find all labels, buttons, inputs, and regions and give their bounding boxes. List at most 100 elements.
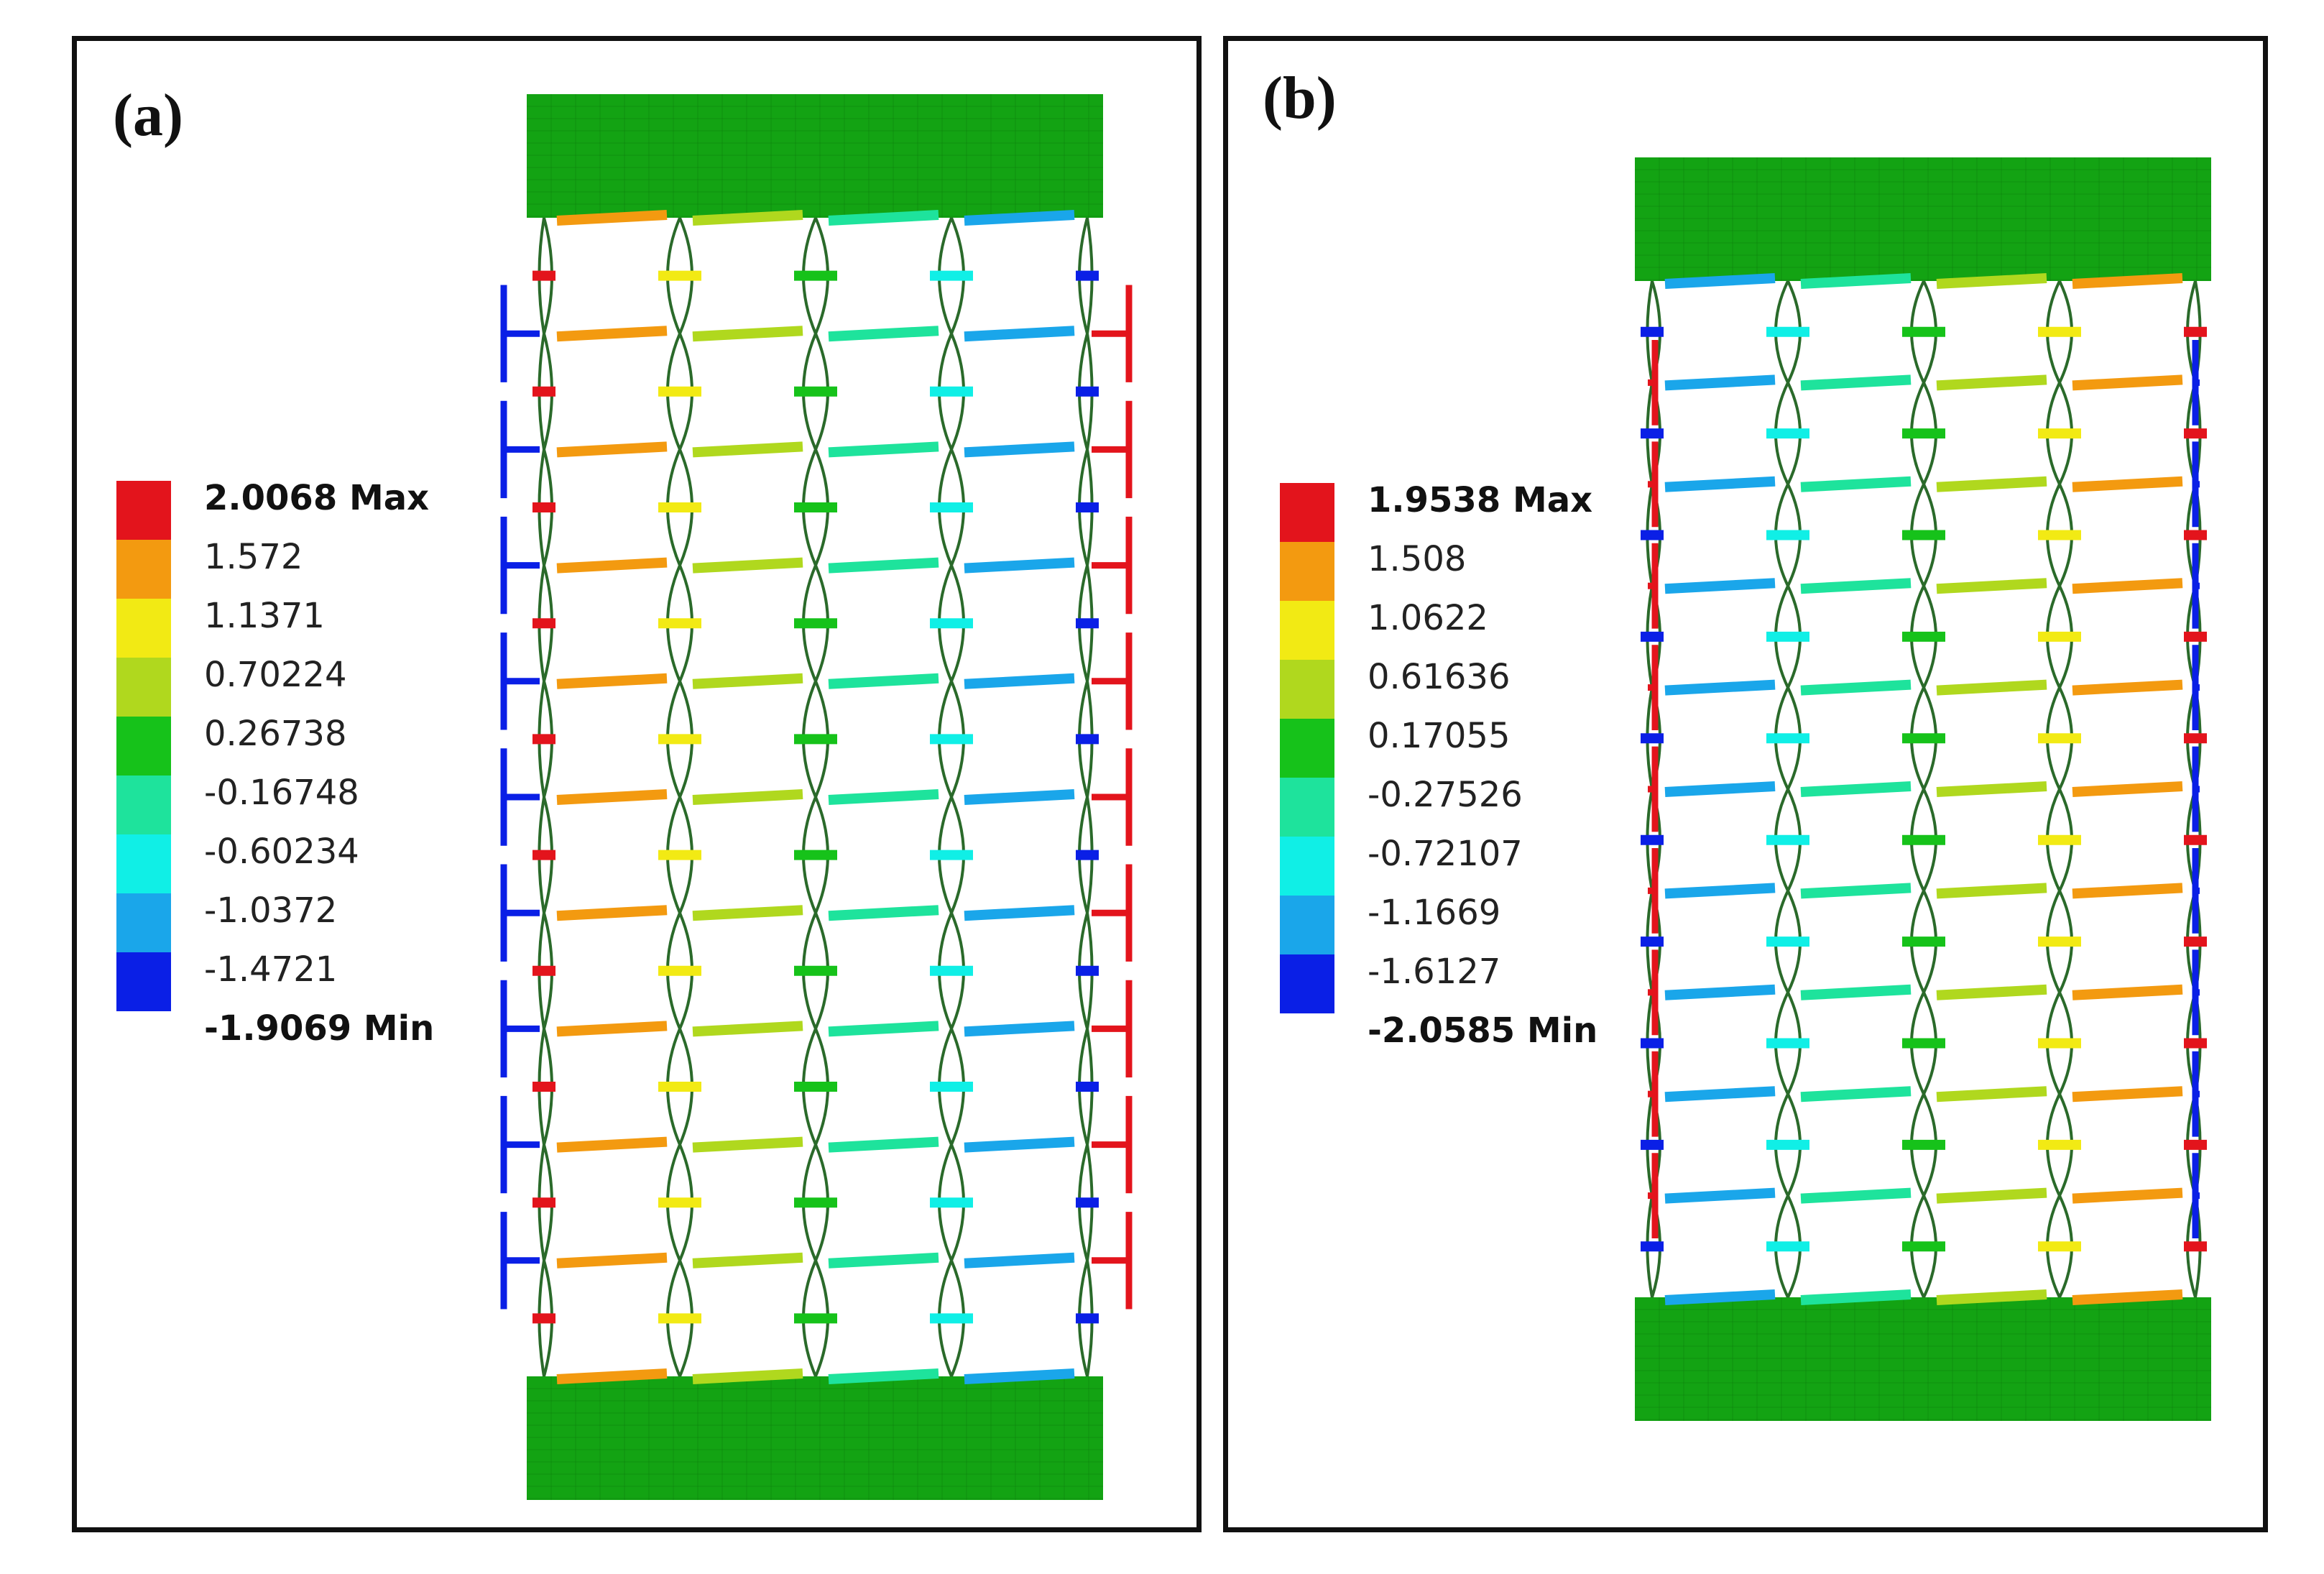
plate-body	[1635, 1297, 2211, 1421]
legend-swatch	[116, 599, 171, 658]
legend-swatch	[116, 540, 171, 599]
lattice-ligament	[2072, 374, 2183, 391]
legend-swatch	[1280, 954, 1334, 1013]
lattice-ligament	[828, 326, 939, 342]
lattice-ligament	[556, 210, 668, 226]
lattice-ligament	[556, 557, 668, 574]
panel-label-b: (b)	[1263, 65, 1337, 132]
lattice-ligament	[692, 326, 803, 342]
lattice-ligament	[964, 1136, 1075, 1153]
lattice-ligament	[692, 673, 803, 689]
lattice-ligament	[1936, 578, 2047, 594]
lattice-ligament	[2072, 273, 2183, 289]
lattice-ligament	[2072, 1289, 2183, 1305]
legend-value-b: 0.61636	[1368, 657, 1511, 697]
lattice-ligament	[692, 789, 803, 805]
lattice-ligament	[692, 557, 803, 574]
lattice-ligament	[692, 905, 803, 921]
lattice-ligament	[1664, 273, 1776, 289]
lattice-ligament	[1800, 1289, 1912, 1305]
legend-value-b: -0.27526	[1368, 775, 1523, 815]
legend-max-a: 2.0068 Max	[204, 478, 430, 518]
lattice-ligament	[556, 441, 668, 458]
legend-colorbar-a	[116, 481, 171, 1011]
lattice-ligament	[2072, 984, 2183, 1000]
lattice-ligament	[964, 557, 1075, 574]
lattice-ligament	[1664, 883, 1776, 899]
legend-swatch	[1280, 719, 1334, 778]
lattice-ligament	[556, 1136, 668, 1153]
lattice-ligament	[1664, 781, 1776, 797]
lattice-ligament	[556, 1252, 668, 1269]
loading-plate	[527, 1376, 1103, 1500]
lattice-ligament	[828, 789, 939, 805]
lattice-ligament	[964, 326, 1075, 342]
lattice-ligament	[828, 1252, 939, 1269]
lattice-ligament	[692, 1136, 803, 1153]
lattice-ligament	[1800, 984, 1912, 1000]
legend-value-a: 1.1371	[204, 596, 325, 636]
lattice-ligament	[2072, 1187, 2183, 1204]
loading-plate	[1635, 1297, 2211, 1421]
lattice-ligament	[1664, 1187, 1776, 1204]
lattice-ligament	[2072, 679, 2183, 696]
lattice-ligament	[556, 326, 668, 342]
lattice-ligament	[556, 1368, 668, 1384]
lattice-ligament	[1936, 679, 2047, 696]
legend-value-b: 1.508	[1368, 539, 1467, 579]
legend-swatch	[1280, 837, 1334, 896]
lattice-ligament	[1664, 1289, 1776, 1305]
lattice-ligament	[692, 441, 803, 458]
legend-swatch	[116, 717, 171, 776]
lattice-ligament	[1936, 476, 2047, 492]
legend-swatch	[116, 893, 171, 952]
lattice-ligament	[1664, 578, 1776, 594]
legend-value-a: 0.70224	[204, 655, 347, 695]
legend-value-a: -0.60234	[204, 832, 359, 872]
lattice-ligament	[1936, 984, 2047, 1000]
loading-plate	[1635, 157, 2211, 281]
lattice-ligament	[964, 441, 1075, 458]
lattice-ligament	[964, 210, 1075, 226]
panel-a: (a) 2.0068 Max 1.572 1.1371 0.70224 0.26…	[72, 36, 1202, 1532]
legend-value-a: 1.572	[204, 537, 303, 577]
lattice-ligament	[828, 210, 939, 226]
legend-value-a: -1.4721	[204, 949, 338, 990]
legend-value-b: 0.17055	[1368, 716, 1511, 756]
legend-value-a: -0.16748	[204, 773, 359, 813]
lattice-ligament	[828, 673, 939, 689]
lattice-ligament	[964, 673, 1075, 689]
lattice-ligament	[1800, 781, 1912, 797]
lattice-ligament	[1936, 781, 2047, 797]
lattice-ligament	[1664, 984, 1776, 1000]
lattice-ligament	[1800, 273, 1912, 289]
legend-swatch	[1280, 483, 1334, 542]
lattice-ligament	[692, 210, 803, 226]
lattice-ligament	[964, 789, 1075, 805]
legend-colorbar-b	[1280, 483, 1334, 1013]
lattice-ligament	[964, 1021, 1075, 1037]
lattice-ligament	[828, 905, 939, 921]
legend-value-b: -1.6127	[1368, 952, 1501, 992]
lattice-ligament	[1800, 476, 1912, 492]
legend-swatch	[116, 834, 171, 893]
lattice-ligament	[1936, 1289, 2047, 1305]
legend-swatch	[1280, 896, 1334, 954]
legend-swatch	[116, 481, 171, 540]
legend-value-b: -0.72107	[1368, 834, 1523, 874]
lattice-ligament	[1936, 1187, 2047, 1204]
lattice-ligament	[556, 905, 668, 921]
fem-model-b	[1635, 157, 2211, 1421]
legend-value-b: -1.1669	[1368, 893, 1501, 933]
lattice-ligament	[828, 1368, 939, 1384]
legend-swatch	[1280, 542, 1334, 601]
plate-body	[527, 1376, 1103, 1500]
lattice-ligament	[828, 1021, 939, 1037]
legend-swatch	[116, 776, 171, 834]
lattice-ligament	[556, 789, 668, 805]
lattice-ligament	[1800, 1086, 1912, 1103]
lattice-ligament	[2072, 883, 2183, 899]
panel-label-a: (a)	[113, 82, 183, 149]
legend-swatch	[116, 952, 171, 1011]
plate-body	[527, 94, 1103, 218]
